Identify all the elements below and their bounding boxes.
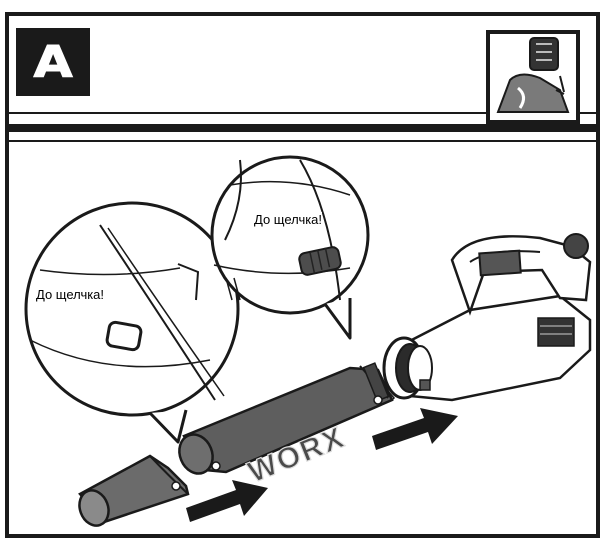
step-letter-badge: A	[16, 28, 90, 96]
step-letter-text: A	[33, 36, 73, 88]
left-callout-label: До щелчка!	[36, 287, 105, 302]
left-detail-callout	[24, 201, 240, 444]
blower-nozzle-tip	[78, 454, 190, 527]
blower-handle-thumbnail-icon	[486, 30, 580, 124]
right-callout-label: До щелчка!	[254, 212, 323, 227]
right-detail-callout	[210, 155, 370, 340]
blower-tube: WORX	[178, 362, 396, 490]
header-separator	[7, 124, 598, 132]
push-arrow-icon	[186, 480, 268, 522]
blower-body	[382, 233, 592, 402]
push-arrow-icon	[372, 408, 458, 450]
